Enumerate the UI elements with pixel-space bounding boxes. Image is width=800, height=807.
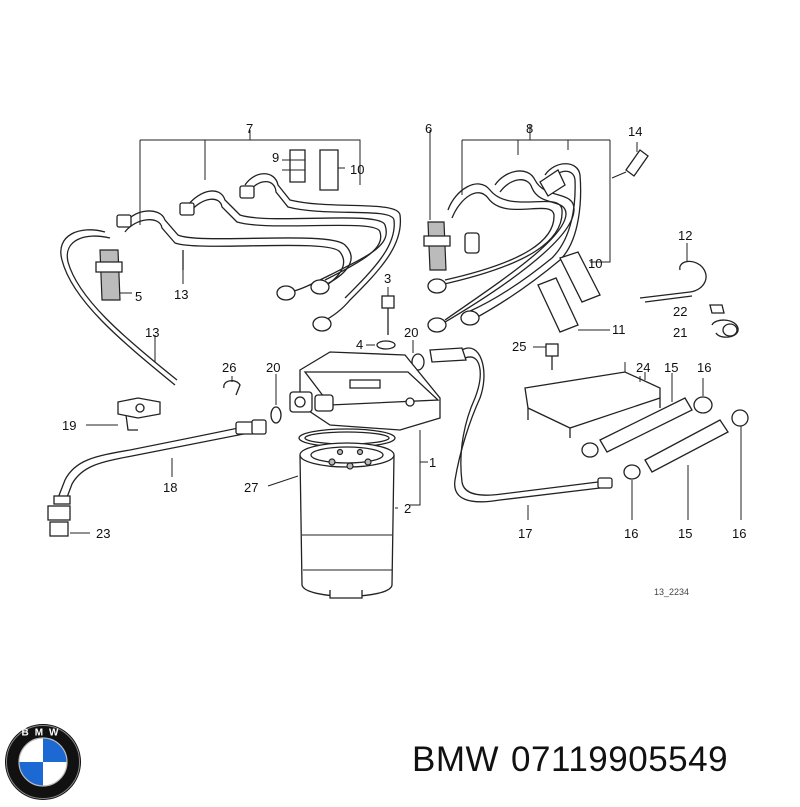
callout-23: 23 [96,526,110,541]
callout-4: 4 [356,337,363,352]
callout-8: 8 [526,121,533,136]
callout-14: 14 [628,124,642,139]
small-parts-left [223,374,282,424]
callout-16c: 16 [732,526,746,541]
callout-12: 12 [678,228,692,243]
callout-20b: 20 [266,360,280,375]
callout-6: 6 [425,121,432,136]
part-number: 07119905549 [511,740,729,779]
callout-21: 21 [673,325,687,340]
bracket-and-hoses [524,362,749,520]
callout-numbers: 7 9 10 6 8 14 5 13 3 12 13 4 20 10 22 21… [62,121,746,597]
callout-16: 16 [697,360,711,375]
callout-17: 17 [518,526,532,541]
callout-25: 25 [512,339,526,354]
bmw-roundel-icon: BMW [5,724,81,800]
callout-15b: 15 [678,526,692,541]
right-injection-lines [423,125,649,333]
callout-19: 19 [62,418,76,433]
callout-7: 7 [246,121,253,136]
callout-16b: 16 [624,526,638,541]
callout-13b: 13 [145,325,159,340]
part-number-caption: BMW 07119905549 [412,740,740,780]
callout-1: 1 [429,455,436,470]
bmw-logo: BMW [3,722,83,807]
callout-18: 18 [163,480,177,495]
callout-15: 15 [664,360,678,375]
filter-assembly [289,287,441,599]
callout-27: 27 [244,480,258,495]
fuel-line-right [429,343,613,520]
callout-10: 10 [350,162,364,177]
logo-lettering: BMW [22,728,65,739]
brand-name: BMW [412,740,500,779]
left-injection-lines [60,130,402,386]
callout-9: 9 [272,150,279,165]
callout-20: 20 [404,325,418,340]
callout-2: 2 [404,501,411,516]
clamps-group [639,243,739,338]
callout-22: 22 [673,304,687,319]
callout-10b: 10 [588,256,602,271]
callout-13: 13 [174,287,188,302]
callout-26: 26 [222,360,236,375]
callout-3: 3 [384,271,391,286]
diagram-reference-code: 13_2234 [654,587,689,597]
callout-5: 5 [135,289,142,304]
callout-24: 24 [636,360,650,375]
callout-11: 11 [612,322,626,337]
fuel-line-left [47,397,267,537]
